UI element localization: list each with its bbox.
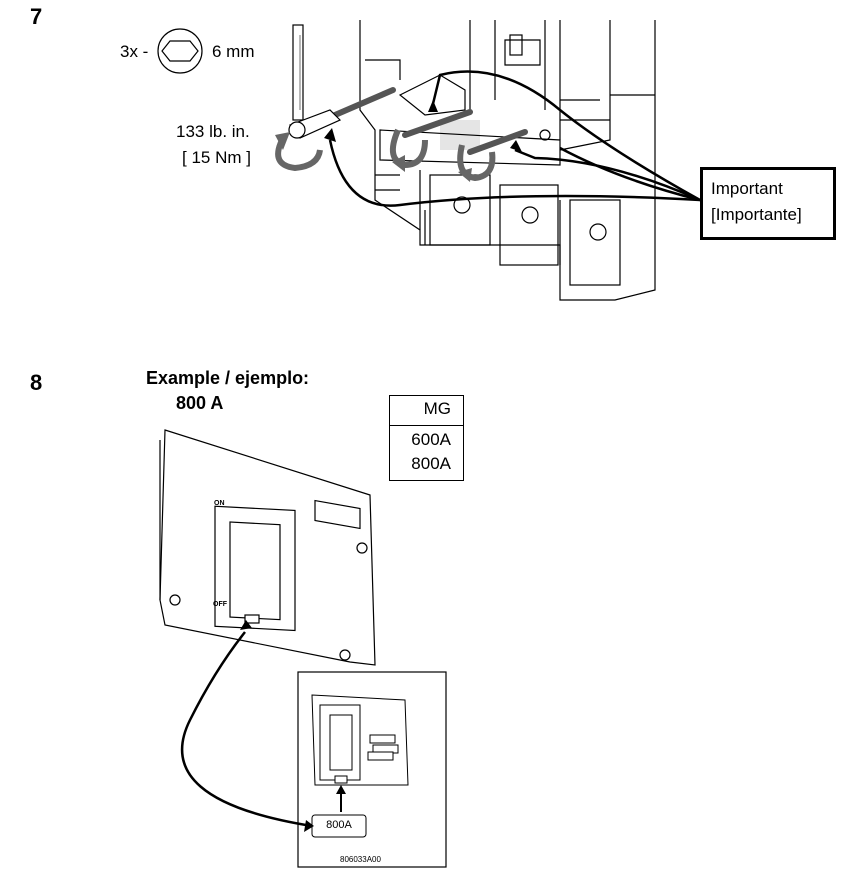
faceplate xyxy=(159,429,376,666)
figure-id: 806033A00 xyxy=(340,855,381,864)
quantity-label: 3x - xyxy=(120,42,149,61)
hex-socket-icon xyxy=(157,28,203,74)
torque-metric-label: [ 15 Nm ] xyxy=(182,148,251,167)
example-value: 800 A xyxy=(176,393,224,413)
important-en: Important xyxy=(711,179,783,198)
screw-bars xyxy=(332,87,528,155)
link-arrow xyxy=(180,631,313,828)
rating-table-header: MG xyxy=(389,395,464,426)
important-leaders xyxy=(328,70,701,207)
step-8-number: 8 xyxy=(30,370,43,395)
rating-table: MG 600A 800A xyxy=(389,395,464,481)
detail-faceplate xyxy=(311,694,409,786)
step-7-number: 7 xyxy=(30,4,43,29)
faceplate-off: OFF xyxy=(213,601,227,608)
rating-table-row: 800A xyxy=(411,454,451,473)
faceplate-on: ON xyxy=(214,500,225,507)
detail-rating-label: 800A xyxy=(326,819,352,831)
important-es: [Importante] xyxy=(711,205,802,224)
breaker-body xyxy=(359,20,656,301)
important-callout: Important [Importante] xyxy=(700,167,836,240)
torque-imperial-label: 133 lb. in. xyxy=(176,122,250,141)
hex-key-tool xyxy=(288,24,342,139)
rating-table-row: 600A xyxy=(411,430,451,449)
example-label: Example / ejemplo: xyxy=(146,368,310,388)
tool-size-label: 6 mm xyxy=(212,42,255,61)
